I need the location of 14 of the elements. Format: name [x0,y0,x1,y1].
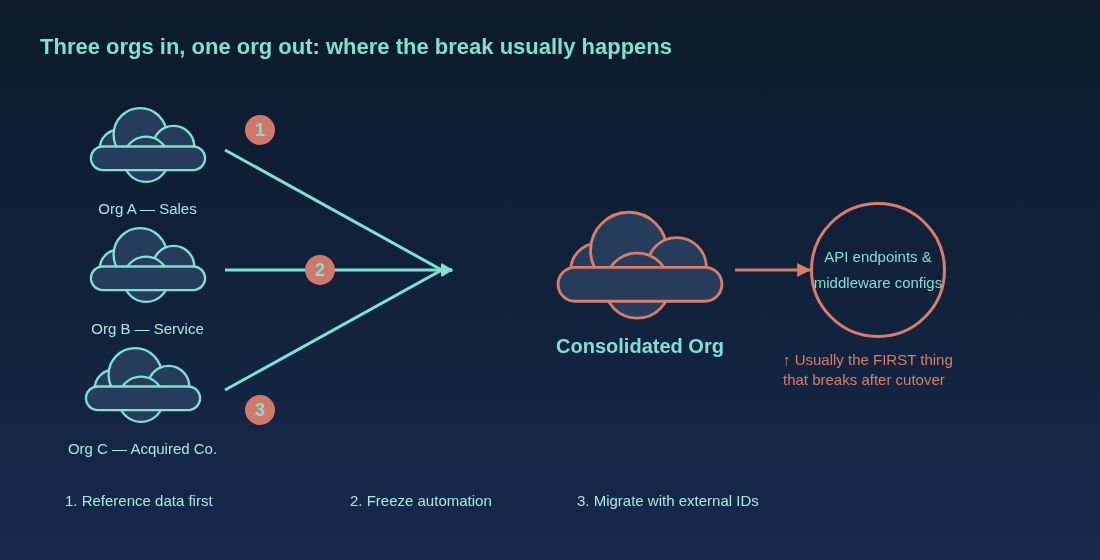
node-label: Org A — Sales [97,199,198,219]
node-label: API endpoints & middleware configs [812,247,944,293]
node-label: Org C — Acquired Co. [66,439,219,459]
step-label: 2. Freeze automation [350,491,492,511]
step-label: 1. Reference data first [65,491,213,511]
node-label: Org B — Service [90,319,205,339]
number-badge: 1 [245,115,275,145]
arrow [735,263,812,277]
node-label: Consolidated Org [555,334,725,359]
number-badge: 2 [305,255,335,285]
number-badge: 3 [245,395,275,425]
note-text: ↑ Usually the FIRST thing that breaks after cutover [783,350,954,390]
step-label: 3. Migrate with external IDs [577,491,759,511]
title: Three orgs in, one org out: where the break usually happens [40,33,672,61]
